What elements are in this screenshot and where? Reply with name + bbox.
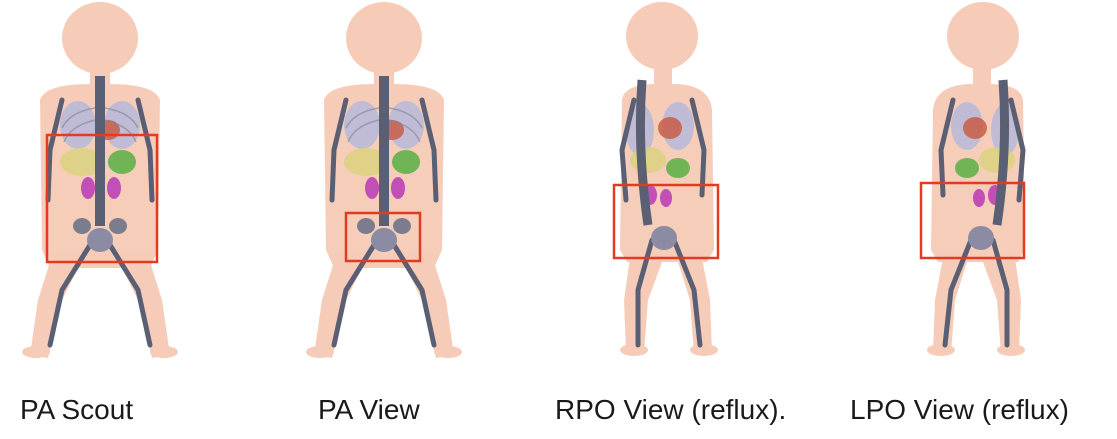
bladder [371, 228, 397, 252]
bladder [87, 228, 113, 252]
kidney-left [973, 189, 985, 207]
body-figure-lpo-view [893, 0, 1063, 370]
caption-rpo-view: RPO View (reflux). [555, 394, 786, 426]
heart [658, 117, 682, 139]
kidney-right [391, 177, 405, 199]
body-figure-pa-view [284, 0, 484, 370]
spleen [392, 150, 420, 174]
bladder [651, 226, 677, 250]
liver [979, 147, 1015, 173]
caption-lpo-view: LPO View (reflux) [850, 394, 1069, 426]
anatomy-illustration [893, 0, 1063, 370]
kidney-left [81, 177, 95, 199]
caption-pa-scout: PA Scout [20, 394, 133, 426]
bladder [968, 226, 994, 250]
spleen [955, 158, 979, 178]
anatomy-illustration [0, 0, 200, 370]
liver [630, 147, 666, 173]
body-figure-rpo-view [582, 0, 752, 370]
spleen [666, 158, 690, 178]
spine [379, 76, 389, 226]
anatomy-illustration [284, 0, 484, 370]
caption-pa-view: PA View [318, 394, 420, 426]
kidney-right [107, 177, 121, 199]
kidney-right [660, 189, 672, 207]
kidney-left [365, 177, 379, 199]
heart [963, 117, 987, 139]
spleen [108, 150, 136, 174]
spine [95, 76, 105, 226]
anatomy-illustration [582, 0, 752, 370]
body-figure-pa-scout [0, 0, 200, 370]
